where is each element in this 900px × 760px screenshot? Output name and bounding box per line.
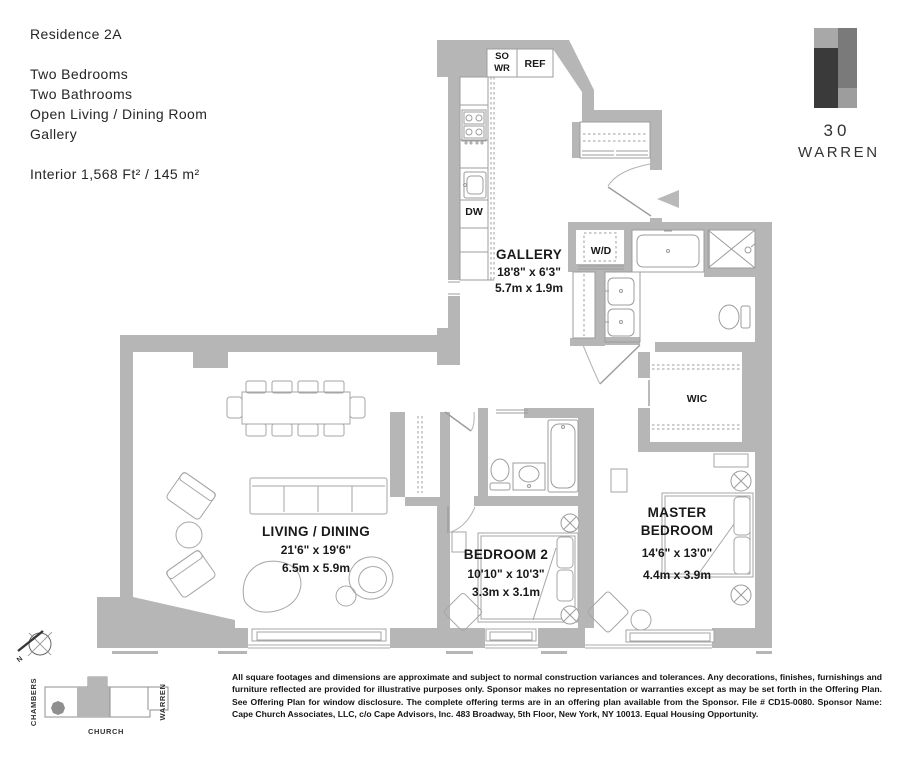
- master-vanity: [604, 271, 641, 343]
- logo-number: 30: [823, 121, 851, 140]
- walls: [97, 40, 772, 654]
- street-chambers: CHAMBERS: [29, 678, 38, 726]
- master-toilet-icon: [718, 304, 751, 330]
- master-dresser: [713, 453, 749, 468]
- label-wic: WIC: [687, 393, 708, 405]
- master-name-1: MASTER: [648, 505, 707, 520]
- keyplan: CHAMBERS WARREN CHURCH: [29, 676, 169, 736]
- bath2-pocket-door: [496, 409, 528, 414]
- bedroom2-dim-ft: 10'10" x 10'3": [467, 567, 544, 581]
- kitchen-opening: [448, 281, 460, 295]
- label-ref: REF: [525, 58, 547, 70]
- kitchen-counter: [459, 76, 494, 281]
- bath2-sink-icon: [512, 462, 546, 491]
- window-glazing: [248, 644, 712, 649]
- fixture-symbols: [560, 470, 752, 625]
- furniture: [166, 380, 754, 633]
- unit-info: Residence 2A Two Bedrooms Two Bathrooms …: [30, 24, 207, 184]
- sofa: [249, 477, 388, 515]
- residence-title: Residence 2A: [30, 26, 122, 42]
- entry-door: [607, 186, 652, 217]
- wd-doors: [578, 265, 624, 270]
- dining-table: [226, 380, 366, 437]
- feature-bathrooms: Two Bathrooms: [30, 86, 133, 102]
- dashed-lines: [417, 77, 740, 493]
- corner-chair: [587, 591, 629, 633]
- side-table: [630, 609, 652, 631]
- window-seats: [251, 628, 715, 643]
- master-bed: [661, 492, 754, 578]
- circle-x-icon: [560, 513, 580, 533]
- round-table: [175, 521, 203, 549]
- cooktop-icon: [461, 109, 487, 145]
- fixtures: [448, 48, 757, 493]
- master-dim-ft: 14'6" x 13'0": [642, 546, 712, 560]
- master-nightstand: [610, 468, 628, 493]
- living-dim-ft: 21'6" x 19'6": [281, 543, 351, 557]
- legal-disclaimer: All square footages and dimensions are a…: [232, 672, 882, 720]
- compass-icon: N: [16, 630, 53, 665]
- gallery-dim-ft: 18'8" x 6'3": [497, 265, 561, 279]
- label-wd: W/D: [591, 245, 612, 257]
- feature-living: Open Living / Dining Room: [30, 106, 208, 122]
- round-chair: [348, 556, 394, 600]
- bedroom2-name: BEDROOM 2: [464, 547, 548, 562]
- master-tub-icon: [631, 229, 705, 273]
- doors: [444, 163, 652, 534]
- lounge-chair: [166, 472, 216, 520]
- entry-closet: [579, 121, 651, 159]
- bath2-toilet-icon: [489, 458, 511, 491]
- unit-location-marker: [51, 701, 65, 715]
- pantry-boxes: [486, 48, 554, 78]
- street-church: CHURCH: [88, 727, 124, 736]
- circle-x-icon: [730, 584, 752, 606]
- lounge-chair: [166, 550, 216, 598]
- gallery-closet: [572, 271, 596, 339]
- master-dim-m: 4.4m x 3.9m: [643, 568, 711, 582]
- circle-x-icon: [730, 470, 752, 492]
- entry-arrow-icon: [657, 190, 679, 208]
- feature-gallery: Gallery: [30, 126, 78, 142]
- bed2-nightstand: [451, 531, 467, 553]
- curved-bench: [242, 560, 302, 613]
- bed2-closet-door: [444, 411, 472, 432]
- living-dim-m: 6.5m x 5.9m: [282, 561, 350, 575]
- bed2-bed: [477, 532, 579, 623]
- master-name-2: BEDROOM: [641, 523, 714, 538]
- building-logo: 30 WARREN: [796, 28, 880, 161]
- label-so: SO: [495, 51, 509, 62]
- logo-mark-icon: [813, 28, 857, 108]
- shower-icon: [707, 229, 757, 269]
- logo-name: WARREN: [798, 144, 880, 161]
- interior-area: Interior 1,568 Ft² / 145 m²: [30, 166, 200, 182]
- kitchen-sink-icon: [463, 171, 487, 199]
- street-warren: WARREN: [158, 684, 167, 721]
- circle-x-icon: [560, 605, 580, 625]
- bedroom2-dim-m: 3.3m x 3.1m: [472, 585, 540, 599]
- gallery-name: GALLERY: [496, 247, 562, 262]
- side-table: [335, 585, 357, 607]
- feature-bedrooms: Two Bedrooms: [30, 66, 129, 82]
- label-dw: DW: [465, 206, 483, 218]
- corner-chair: [443, 592, 483, 632]
- compass-north-label: N: [16, 656, 24, 665]
- gallery-dim-m: 5.7m x 1.9m: [495, 281, 563, 295]
- bath2-tub-icon: [547, 419, 579, 493]
- master-suite-door: [599, 344, 641, 385]
- room-labels: SO WR REF DW W/D GALLERY 18'8" x 6'3" 5.…: [262, 51, 713, 599]
- living-name: LIVING / DINING: [262, 524, 370, 539]
- label-wr: WR: [494, 63, 510, 74]
